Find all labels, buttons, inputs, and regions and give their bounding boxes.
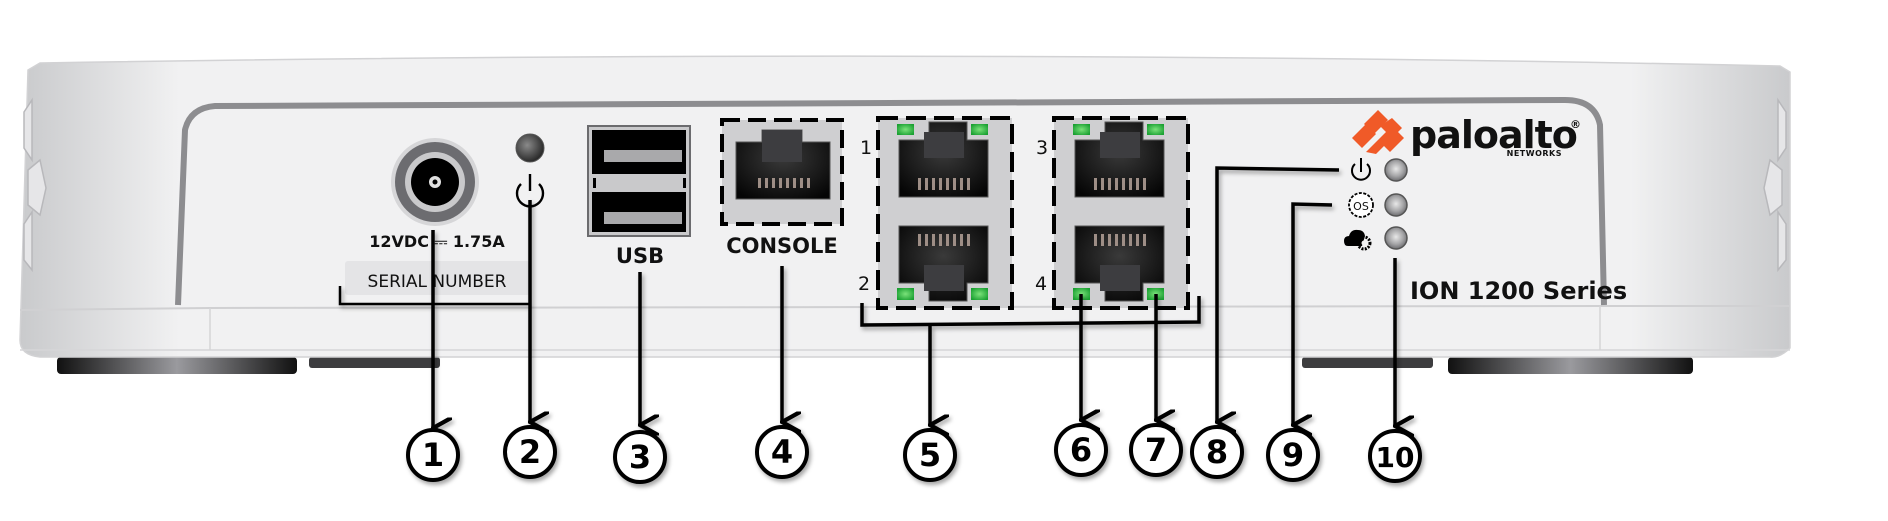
console-port[interactable] — [720, 118, 844, 226]
callout-2: 2 — [503, 425, 557, 479]
port-2-right-led — [971, 288, 988, 300]
callout-7: 7 — [1129, 423, 1183, 477]
callout-10: 10 — [1368, 429, 1422, 483]
usb-ports[interactable] — [587, 125, 691, 237]
port-3-right-led — [1147, 124, 1164, 135]
serial-number-plate — [345, 261, 530, 295]
brand-name: paloalto — [1410, 113, 1577, 157]
callout-circle — [406, 428, 460, 482]
ethernet-port-2[interactable] — [897, 225, 989, 302]
callout-number: 4 — [771, 433, 793, 471]
power-button[interactable] — [515, 133, 545, 163]
ethernet-block-1-2 — [876, 116, 1014, 310]
callout-9: 9 — [1266, 428, 1320, 482]
device-feet — [57, 357, 1693, 374]
callout-number: 5 — [919, 436, 941, 474]
callout-circle — [1190, 425, 1244, 479]
callout-circle — [503, 425, 557, 479]
leader-9 — [1293, 202, 1333, 425]
foot-center-right — [1302, 357, 1433, 368]
port-4-label: 4 — [1035, 273, 1047, 295]
callout-leader-lines — [338, 166, 1395, 428]
led-os-icon: OS — [1348, 192, 1374, 218]
port-3-left-led — [1073, 124, 1090, 135]
console-label: CONSOLE — [726, 234, 838, 258]
led-cloud-gear-icon — [1344, 229, 1372, 251]
controller-led — [1384, 226, 1408, 250]
paloalto-logo: paloalto ® NETWORKS — [1352, 110, 1581, 158]
callout-circle — [1368, 429, 1422, 483]
callout-circle — [1054, 423, 1108, 477]
callout-5: 5 — [903, 428, 957, 482]
callout-circle — [755, 425, 809, 479]
foot-left — [57, 357, 297, 374]
port-1-left-led — [897, 124, 914, 135]
callout-number: 6 — [1070, 431, 1092, 469]
callout-markers: 1 2 3 4 5 6 7 8 9 10 — [406, 423, 1422, 484]
os-icon-text: OS — [1353, 200, 1369, 213]
callout-number: 10 — [1376, 441, 1415, 474]
callout-circle — [1266, 428, 1320, 482]
callout-4: 4 — [755, 425, 809, 479]
serial-number-label: SERIAL NUMBER — [368, 272, 507, 292]
foot-right — [1448, 357, 1693, 374]
paloalto-logo-icon — [1352, 110, 1404, 154]
side-vents-left — [23, 97, 47, 273]
port-1-label: 1 — [860, 137, 872, 159]
port-2-left-led — [897, 288, 914, 300]
callout-circle — [613, 430, 667, 484]
model-name: ION 1200 Series — [1410, 277, 1627, 305]
foot-center-left — [309, 357, 440, 368]
ethernet-port-3[interactable] — [1073, 121, 1165, 198]
port-3-label: 3 — [1036, 137, 1048, 159]
brand-registered: ® — [1570, 118, 1581, 131]
brand-sub: NETWORKS — [1507, 149, 1562, 158]
power-led — [1384, 158, 1408, 182]
dc-power-jack-icon[interactable] — [391, 138, 479, 226]
callout-circle — [1129, 423, 1183, 477]
port-2-label: 2 — [858, 273, 870, 295]
callout-6: 6 — [1054, 423, 1108, 477]
callout-number: 3 — [629, 438, 651, 476]
led-power-icon — [1351, 158, 1371, 181]
callout-number: 2 — [519, 433, 541, 471]
port-1-right-led — [971, 124, 988, 135]
callout-number: 7 — [1145, 431, 1167, 469]
serial-bracket — [338, 286, 530, 306]
ports-bracket — [860, 296, 1201, 327]
callout-circle — [903, 428, 957, 482]
ethernet-port-1[interactable] — [897, 121, 989, 198]
callout-8: 8 — [1190, 425, 1244, 479]
callout-1: 1 — [406, 428, 460, 482]
callout-number: 1 — [422, 436, 444, 474]
ethernet-block-3-4 — [1052, 116, 1190, 310]
callout-number: 9 — [1282, 436, 1304, 474]
ethernet-port-4[interactable] — [1073, 225, 1165, 302]
callout-3: 3 — [613, 430, 667, 484]
callout-number: 8 — [1206, 433, 1228, 471]
usb-label: USB — [616, 244, 664, 268]
power-rating-label: 12VDC ⎓ 1.75A — [369, 232, 505, 251]
status-led-panel: OS — [1344, 158, 1408, 251]
os-led — [1384, 193, 1408, 217]
side-vents-right — [1763, 97, 1787, 273]
leader-8 — [1217, 166, 1340, 422]
